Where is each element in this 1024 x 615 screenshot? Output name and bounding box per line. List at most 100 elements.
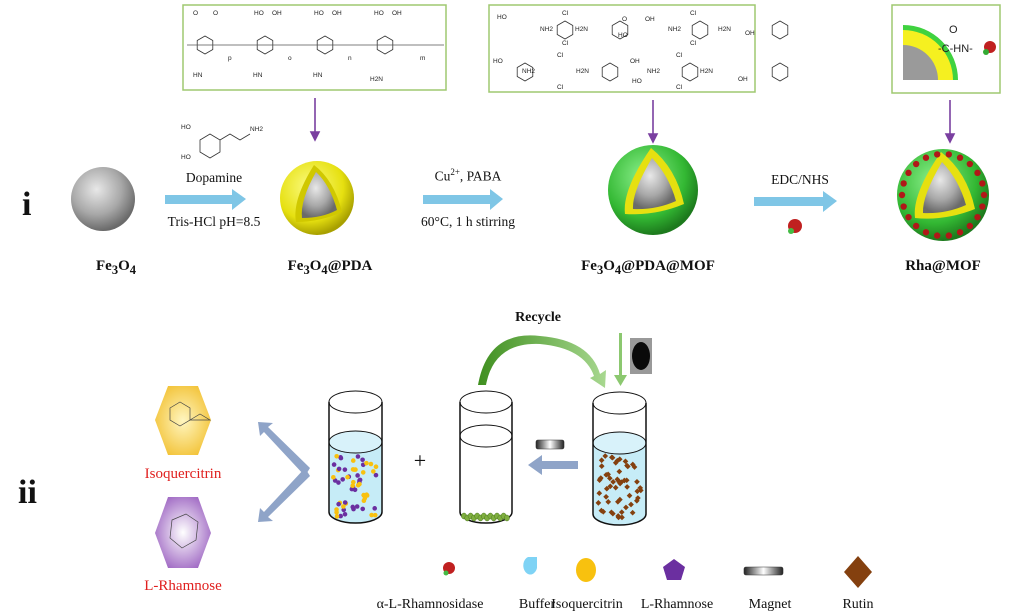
immobilized-enzyme: [905, 213, 912, 221]
immobilized-enzyme: [980, 191, 988, 199]
fe3o4-label: Fe3O4: [96, 258, 136, 278]
benzene-ring: [771, 62, 789, 82]
atom-label: NH2: [522, 68, 536, 75]
rutin-particle: [631, 464, 638, 470]
isoquercitrin-particle: [364, 460, 369, 466]
rutin-particle: [637, 485, 644, 491]
atom-label: HN: [253, 72, 263, 79]
atom-label: HO: [314, 10, 324, 17]
atom-label: O: [193, 10, 199, 17]
rutin-particle: [610, 479, 616, 485]
label-text: Cu: [434, 168, 451, 184]
isoquercitrin-particle: [357, 481, 362, 487]
label-text: O: [309, 258, 322, 274]
immobilized-enzyme: [905, 169, 912, 177]
atom-label: OH: [272, 10, 282, 17]
benzene-ring: [611, 20, 629, 40]
immobilized-enzyme: [979, 203, 986, 210]
rutin-particle: [617, 496, 623, 503]
rhamnose-particle: [355, 454, 361, 459]
atom-label: O: [213, 10, 219, 17]
recycle-arrow: [478, 335, 606, 388]
atom-label: NH2: [647, 68, 661, 75]
rutin-particle: [606, 475, 613, 482]
atom-label: H2N: [576, 68, 590, 75]
rutin-particle: [624, 463, 631, 470]
immobilized-enzyme: [933, 232, 941, 239]
atom-label: Cl: [676, 52, 683, 59]
immobilized-enzyme: [912, 160, 920, 168]
rutin-particle: [598, 463, 605, 469]
legend-label-magnet: Magnet: [748, 597, 792, 612]
subscript: 3: [111, 263, 119, 277]
subscript: 3: [596, 263, 604, 277]
immobilized-enzyme: [933, 151, 941, 158]
rutin-particle: [617, 480, 623, 487]
atom-label: Cl: [557, 52, 564, 59]
subscript: 4: [614, 263, 622, 277]
legend-magnet-icon: [743, 566, 784, 576]
label-text: , PABA: [459, 168, 502, 184]
dopamine-structure: [199, 133, 251, 159]
rutin-particle: [612, 484, 619, 491]
dopamine-label: Dopamine: [185, 170, 243, 185]
immobilized-enzyme: [974, 169, 981, 177]
fe3o4-pda-mof-sphere: [608, 145, 698, 235]
isoquercitrin-particle: [341, 504, 346, 509]
subscript: 4: [321, 263, 328, 277]
rutin-particle: [621, 477, 628, 484]
legend-buffer-droplet-icon: [523, 557, 537, 575]
legend-enzyme-icon: [443, 562, 455, 576]
atom-label: OH: [745, 30, 755, 37]
immobilized-enzyme: [945, 151, 953, 158]
rutin-particle: [603, 493, 609, 500]
fe3o4-pda-label: Fe3O4@PDA: [288, 258, 373, 278]
rhamnose-particle: [351, 506, 356, 512]
rhamnose-particle: [338, 513, 343, 519]
legend-isoquercitrin-circle-icon: [576, 558, 596, 582]
edc-nhs-label: EDC/NHS: [771, 172, 829, 187]
atom-label: Cl: [690, 10, 697, 17]
fe3o4-pda-mof-label: Fe3O4@PDA@MOF: [581, 258, 715, 278]
rutin-particle: [619, 514, 625, 521]
rha-mof-label: Rha@MOF: [905, 258, 981, 274]
isoquercitrin-hexagon: [155, 386, 211, 455]
rutin-particle: [628, 501, 634, 508]
rutin-particle: [609, 454, 616, 461]
subscript: 4: [129, 263, 136, 277]
atom-label: HO: [497, 14, 507, 21]
polymer-subscript: m: [420, 55, 426, 62]
rhamnose-particle: [342, 467, 348, 472]
atom-label: OH: [332, 10, 342, 17]
benzene-rings: [196, 20, 789, 82]
isoquercitrin-particle: [364, 492, 369, 497]
isoquercitrin-particle: [362, 495, 368, 501]
rutin-particle: [629, 509, 636, 516]
atom-label: HO: [493, 58, 503, 65]
rutin-particle: [614, 476, 621, 483]
rhamnose-particle: [372, 506, 378, 511]
benzene-ring: [316, 35, 334, 55]
benzene-ring: [256, 35, 274, 55]
carbonyl-o: O: [949, 24, 958, 36]
atom-label: HO: [181, 124, 191, 131]
atom-label: H2N: [370, 76, 384, 83]
rutin-particle: [596, 477, 603, 483]
rhamnose-particle: [331, 462, 337, 467]
atom-label: NH2: [250, 126, 264, 133]
separation-arrow: [528, 455, 578, 475]
legend-label-enzyme: α-L-Rhamnosidase: [376, 597, 484, 612]
rutin-particle: [608, 509, 615, 516]
rutin-particle: [602, 453, 609, 459]
atom-label: HO: [374, 10, 384, 17]
rhamnose-particle: [342, 511, 348, 517]
atom-label: Cl: [562, 10, 569, 17]
mof-reagents: Cu2+, PABA: [435, 167, 502, 185]
isoquercitrin-particle: [351, 467, 357, 472]
rutin-particle: [598, 457, 605, 464]
rutin-particle: [616, 468, 623, 475]
atom-label: Cl: [562, 40, 569, 47]
atom-label: H2N: [575, 26, 589, 33]
rutin-particle: [600, 508, 607, 515]
immobilized-enzyme: [900, 203, 907, 210]
